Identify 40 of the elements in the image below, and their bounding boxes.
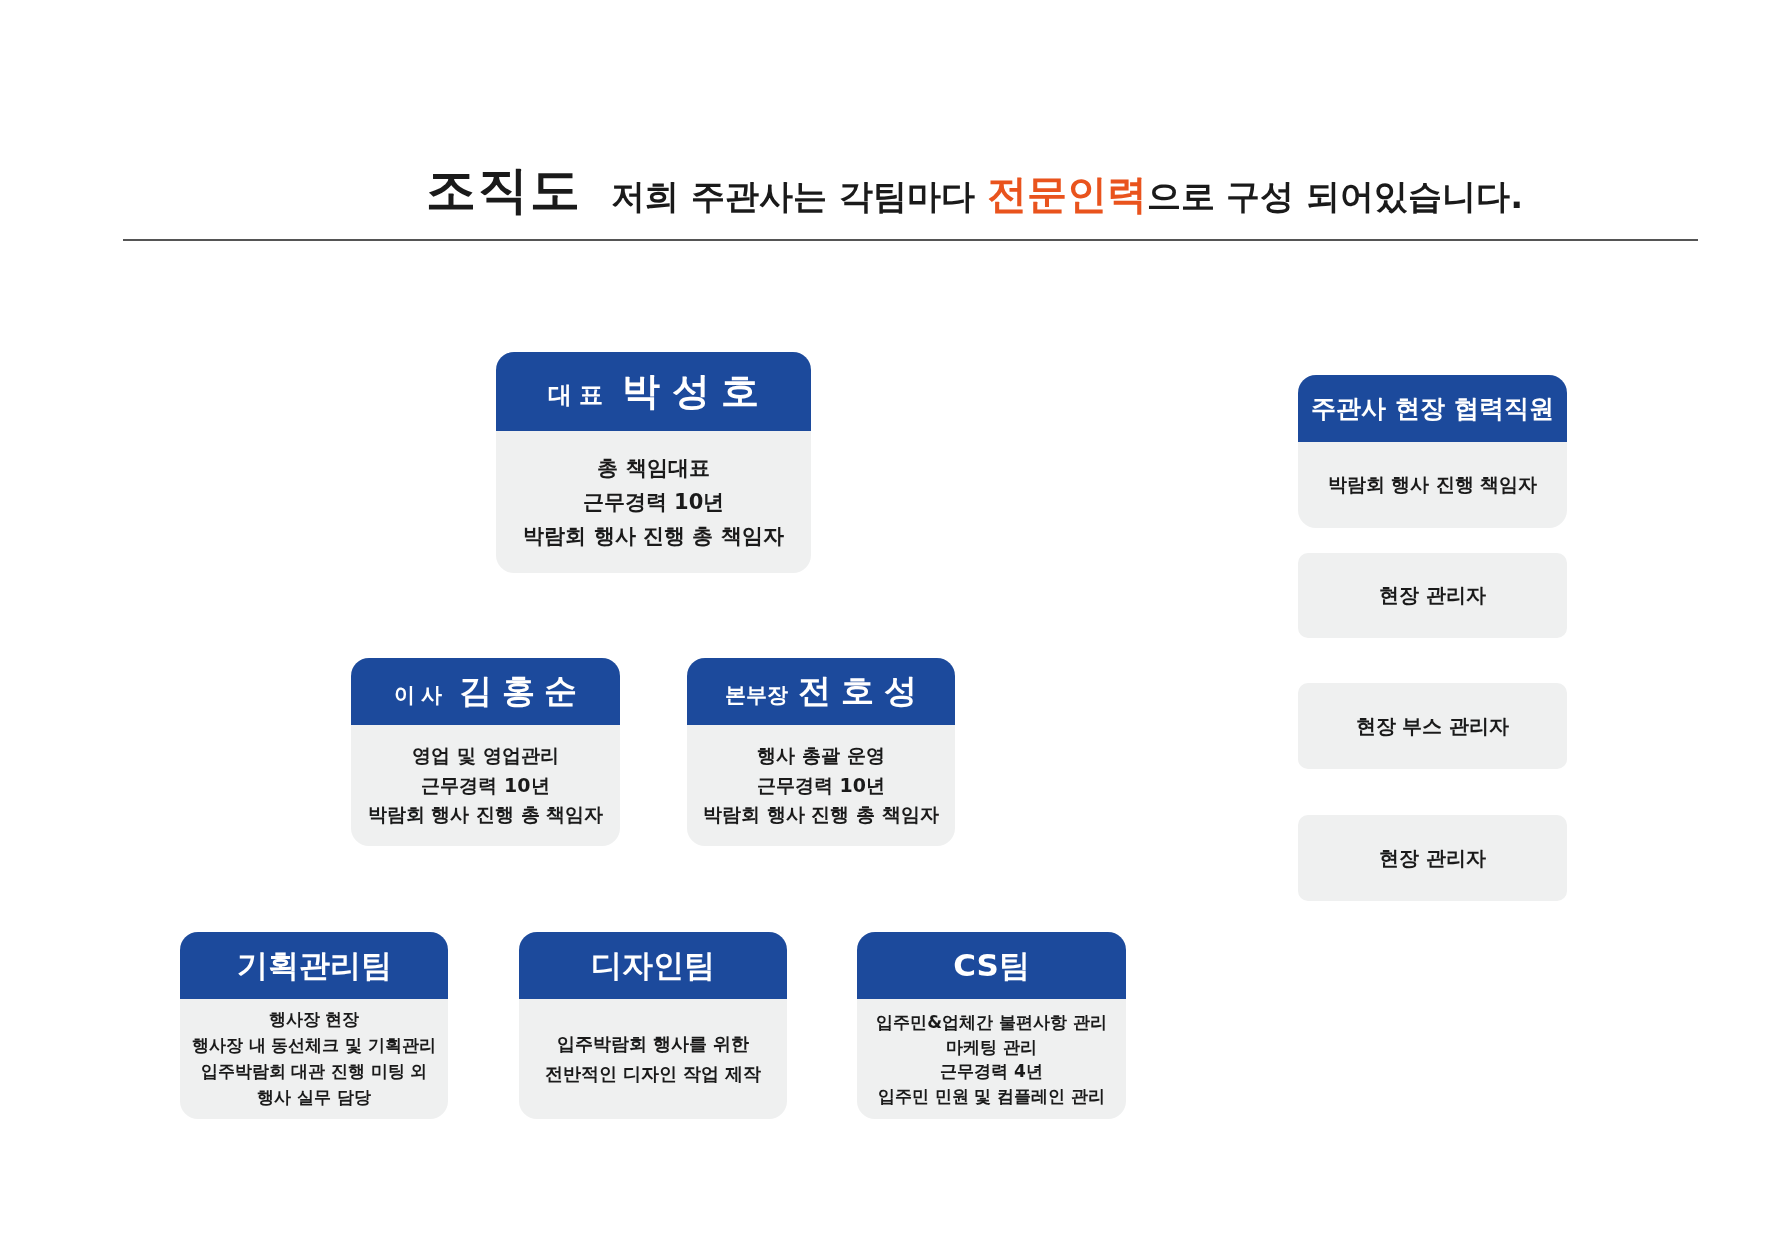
duty-text: 근무경력 4년 <box>940 1060 1043 1083</box>
title: 조직도 <box>426 160 582 220</box>
duty-text: 입주박람회 대관 진행 미팅 외 행사 실무 담당 <box>199 1061 429 1109</box>
role-title: 본부장 <box>724 681 788 709</box>
org-box: 현장 관리자 <box>1298 553 1567 638</box>
duty-text: 총 책임대표 <box>597 455 710 482</box>
duty-text: 근무경력 10년 <box>582 489 725 516</box>
duty-text: 근무경력 10년 <box>421 772 550 798</box>
org-card <box>496 352 811 573</box>
org-card <box>180 932 448 1119</box>
duty-text: 입주박람회 행사를 위한 전반적인 디자인 작업 제작 <box>543 1032 763 1086</box>
duty-text: 근무경력 10년 <box>756 772 886 798</box>
team-title: 기획관리팀 <box>180 932 448 999</box>
subtitle: 저희 주관사는 각팀마다 전문인력으로 구성 되어있습니다. <box>611 170 1524 219</box>
org-box: 현장 부스 관리자 <box>1298 683 1567 769</box>
role-title: 이사 <box>393 681 449 709</box>
role-title: 대표 <box>547 379 611 411</box>
person-name: 김홍순 <box>458 670 588 712</box>
duty-text: 영업 및 영업관리 <box>412 743 559 769</box>
duty-text: 행사 총괄 운영 <box>757 743 885 769</box>
team-title: 디자인팀 <box>519 932 787 999</box>
person-name: 박성호 <box>622 368 771 415</box>
duty-text: 행사장 현장 <box>268 1009 360 1031</box>
org-card <box>1298 375 1567 528</box>
org-card <box>519 932 787 1119</box>
team-title: CS팀 <box>857 932 1126 999</box>
duty-text: 박람회 행사 진행 책임자 <box>1327 473 1538 497</box>
duty-text: 박람회 행사 진행 총 책임자 <box>367 802 604 828</box>
duty-text: 마케팅 관리 <box>946 1035 1037 1059</box>
org-card <box>687 658 955 846</box>
org-box: 현장 관리자 <box>1298 815 1567 901</box>
duty-text: 행사장 내 동선체크 및 기획관리 <box>192 1035 436 1057</box>
duty-text: 박람회 행사 진행 총 책임자 <box>703 802 939 828</box>
duty-text: 입주민 민원 및 컴플레인 관리 <box>877 1084 1106 1108</box>
duty-text: 박람회 행사 진행 총 책임자 <box>523 523 784 550</box>
team-title: 주관사 현장 협력직원 <box>1298 375 1567 442</box>
org-card <box>857 932 1126 1119</box>
org-card <box>351 658 620 846</box>
person-name: 전호성 <box>798 670 928 712</box>
duty-text: 입주민&업체간 불편사항 관리 <box>876 1011 1107 1034</box>
